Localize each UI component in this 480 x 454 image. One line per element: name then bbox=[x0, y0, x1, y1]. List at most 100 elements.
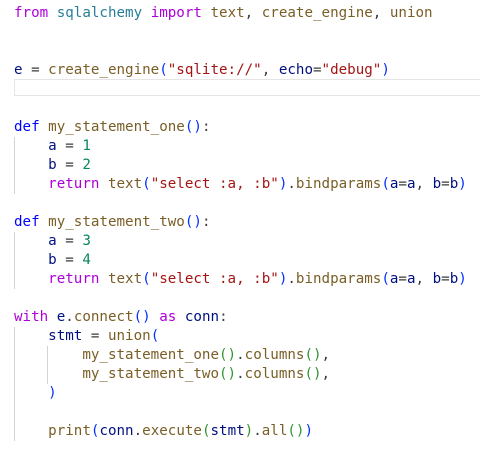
code-line[interactable]: my_statement_two().columns(), bbox=[14, 365, 330, 384]
code-token: execute bbox=[142, 423, 202, 439]
code-token: "sqlite://" bbox=[167, 62, 262, 78]
code-token: a bbox=[406, 176, 416, 192]
code-token: columns bbox=[244, 347, 305, 363]
code-token: ( bbox=[381, 176, 390, 192]
code-token: b bbox=[432, 176, 442, 192]
code-token bbox=[14, 366, 82, 382]
code-token: ( bbox=[90, 423, 100, 439]
code-token: def bbox=[14, 214, 40, 230]
code-line[interactable]: def my_statement_one(): bbox=[14, 118, 210, 137]
code-token bbox=[14, 271, 48, 287]
code-token: a bbox=[406, 271, 416, 287]
code-token: a bbox=[389, 271, 399, 287]
code-token: () bbox=[184, 119, 202, 135]
code-line[interactable]: b = 2 bbox=[14, 156, 91, 175]
code-token: import bbox=[150, 5, 202, 21]
code-line[interactable]: b = 4 bbox=[14, 251, 91, 270]
code-token: return bbox=[48, 271, 100, 287]
code-token: () bbox=[304, 366, 322, 382]
code-token: union bbox=[107, 328, 151, 344]
code-token bbox=[14, 176, 48, 192]
code-token: a bbox=[48, 233, 57, 249]
code-token: a bbox=[389, 176, 399, 192]
code-token: union bbox=[389, 5, 433, 21]
code-line[interactable]: ) bbox=[14, 384, 57, 403]
code-token bbox=[14, 347, 82, 363]
code-token: () bbox=[304, 347, 322, 363]
code-token: columns bbox=[244, 366, 305, 382]
code-token: = bbox=[56, 138, 83, 154]
code-line[interactable]: def my_statement_two(): bbox=[14, 213, 210, 232]
code-line[interactable]: my_statement_one().columns(), bbox=[14, 346, 330, 365]
code-token: () bbox=[133, 309, 151, 325]
code-token: as bbox=[159, 309, 177, 325]
code-token: 4 bbox=[82, 252, 91, 268]
code-token: ) bbox=[278, 176, 288, 192]
code-token bbox=[14, 157, 48, 173]
code-token: return bbox=[48, 176, 100, 192]
code-token: , bbox=[261, 62, 279, 78]
code-line[interactable]: a = 3 bbox=[14, 232, 91, 251]
code-token: text bbox=[107, 271, 143, 287]
code-token: sqlalchemy bbox=[56, 5, 143, 21]
code-token: stmt bbox=[48, 328, 83, 344]
code-token: = bbox=[398, 176, 407, 192]
code-line[interactable]: return text("select :a, :b").bindparams(… bbox=[14, 270, 467, 289]
code-token: ( bbox=[201, 423, 211, 439]
code-token: () bbox=[219, 366, 237, 382]
code-token: from bbox=[14, 5, 49, 21]
code-token: , bbox=[372, 5, 390, 21]
code-token: , bbox=[415, 176, 433, 192]
code-token: , bbox=[321, 347, 331, 363]
current-line-highlight bbox=[14, 79, 480, 96]
code-line[interactable]: stmt = union( bbox=[14, 327, 159, 346]
code-token bbox=[48, 5, 57, 21]
code-token: b bbox=[449, 271, 459, 287]
code-token bbox=[142, 5, 151, 21]
code-line[interactable]: a = 1 bbox=[14, 137, 91, 156]
code-token: : bbox=[201, 214, 211, 230]
code-token: 3 bbox=[82, 233, 91, 249]
code-token bbox=[99, 271, 108, 287]
code-token: ) bbox=[304, 423, 314, 439]
code-token: , bbox=[321, 366, 331, 382]
code-token: b bbox=[48, 252, 57, 268]
code-token bbox=[14, 252, 48, 268]
code-token: = bbox=[313, 62, 322, 78]
code-token: ( bbox=[142, 271, 151, 287]
code-token: ) bbox=[278, 271, 288, 287]
indent-guide bbox=[14, 327, 15, 441]
code-token: my_statement_two bbox=[48, 214, 185, 230]
code-token: def bbox=[14, 119, 40, 135]
code-token: = bbox=[56, 252, 83, 268]
code-line[interactable]: with e.connect() as conn: bbox=[14, 308, 228, 327]
code-token: b bbox=[48, 157, 57, 173]
code-token: 1 bbox=[82, 138, 91, 154]
code-token: . bbox=[287, 176, 296, 192]
code-token bbox=[40, 119, 49, 135]
code-line[interactable]: print(conn.execute(stmt).all()) bbox=[14, 422, 313, 441]
code-token: , bbox=[415, 271, 433, 287]
indent-guide bbox=[14, 137, 15, 194]
code-token: ) bbox=[381, 62, 390, 78]
code-line[interactable]: return text("select :a, :b").bindparams(… bbox=[14, 175, 467, 194]
code-token: () bbox=[184, 214, 202, 230]
code-token: . bbox=[287, 271, 296, 287]
code-token: ) bbox=[458, 176, 467, 192]
code-token: e bbox=[56, 309, 66, 325]
code-token: connect bbox=[73, 309, 134, 325]
code-line[interactable]: e = create_engine("sqlite://", echo="deb… bbox=[14, 61, 390, 80]
code-token: conn bbox=[99, 423, 134, 439]
code-token: "select :a, :b" bbox=[150, 176, 279, 192]
code-token: stmt bbox=[210, 423, 245, 439]
code-token: conn bbox=[184, 309, 220, 325]
code-token: b bbox=[432, 271, 442, 287]
code-token bbox=[14, 385, 48, 401]
code-token: = bbox=[441, 271, 450, 287]
code-token: ) bbox=[458, 271, 467, 287]
code-token bbox=[151, 309, 160, 325]
code-token: b bbox=[449, 176, 459, 192]
code-line[interactable]: from sqlalchemy import text, create_engi… bbox=[14, 4, 433, 23]
code-token bbox=[99, 176, 108, 192]
